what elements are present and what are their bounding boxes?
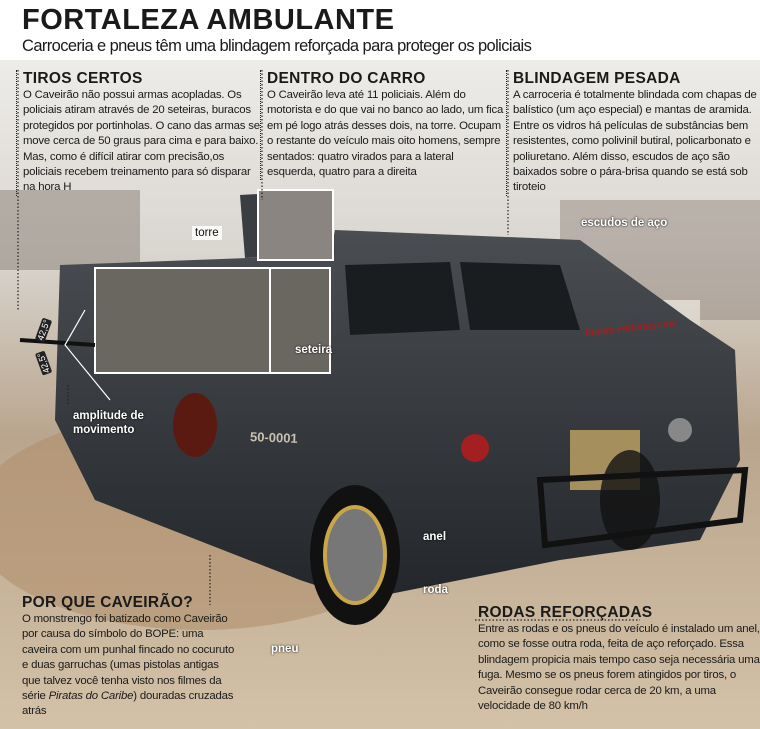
page-title: FORTALEZA AMBULANTE xyxy=(22,4,395,36)
section-text: O monstrengo foi batizado como Caveirão … xyxy=(22,613,235,718)
section-text: O Caveirão não possui armas acopladas. O… xyxy=(23,89,260,194)
section-text: Entre as rodas e os pneus do veículo é i… xyxy=(478,623,760,713)
section-tiros-certos: TIROS CERTOS O Caveirão não possui armas… xyxy=(16,70,261,196)
vehicle-body xyxy=(19,189,749,625)
section-heading: POR QUE CAVEIRÃO? xyxy=(22,594,194,611)
section-heading: RODAS REFORÇADAS xyxy=(478,604,653,621)
section-rodas-reforcadas: RODAS REFORÇADAS Entre as rodas e os pne… xyxy=(478,604,760,714)
label-escudos: escudos de aço xyxy=(581,217,668,229)
page-subtitle: Carroceria e pneus têm uma blindagem ref… xyxy=(22,37,532,55)
label-pneu: pneu xyxy=(271,643,299,655)
section-text: O Caveirão leva até 11 policiais. Além d… xyxy=(267,89,504,179)
section-heading: BLINDAGEM PESADA xyxy=(513,70,681,87)
label-anel: anel xyxy=(423,531,447,543)
vehicle-plate: 50-0001 xyxy=(249,429,298,446)
section-blindagem-pesada: BLINDAGEM PESADA A carroceria é totalmen… xyxy=(506,70,758,196)
section-text: A carroceria é totalmente blindada com c… xyxy=(513,89,757,194)
section-heading: TIROS CERTOS xyxy=(23,70,143,87)
label-seteira: seteira xyxy=(295,344,333,356)
section-por-que-caveirao: POR QUE CAVEIRÃO? O monstrengo foi batiz… xyxy=(22,594,237,720)
section-heading: DENTRO DO CARRO xyxy=(267,70,426,87)
section-dentro-do-carro: DENTRO DO CARRO O Caveirão leva até 11 p… xyxy=(260,70,505,181)
label-roda: roda xyxy=(423,584,448,596)
leader-lines xyxy=(17,70,640,621)
label-torre: torre xyxy=(192,226,222,240)
label-amplitude: amplitude de movimento xyxy=(73,410,144,436)
